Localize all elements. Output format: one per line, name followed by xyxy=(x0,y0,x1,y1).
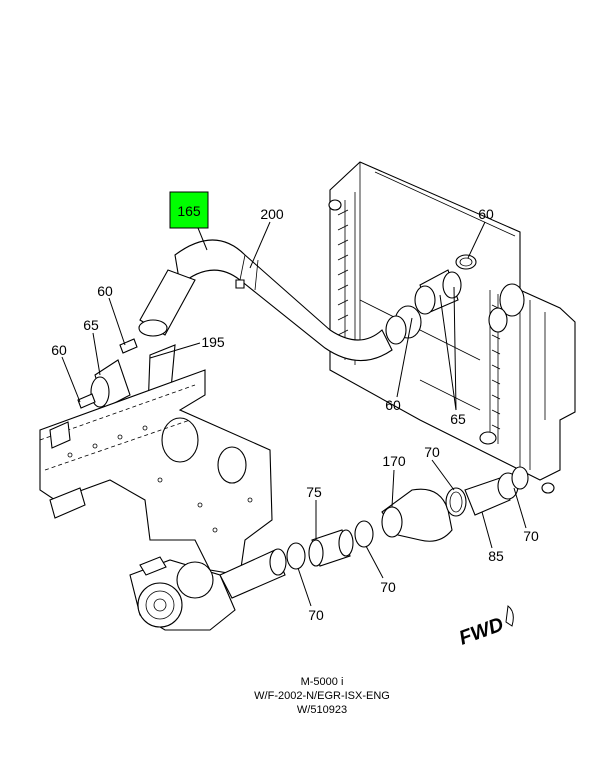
callout-70-top: 70 xyxy=(424,444,440,460)
forward-label: FWD xyxy=(456,613,506,649)
forward-arrow-icon xyxy=(505,605,514,627)
callout-60-upper-left: 60 xyxy=(97,283,113,299)
callout-60-left: 60 xyxy=(51,342,67,358)
upper-charge-air-pipe xyxy=(138,239,422,362)
radiator-inlet-hose xyxy=(414,254,477,315)
callout-65-mid: 65 xyxy=(450,411,466,427)
engine-front-cover xyxy=(39,369,273,576)
lower-charge-air-pipes xyxy=(219,466,529,599)
callout-70-bottom: 70 xyxy=(308,607,324,623)
caption-line-1: M-5000 i xyxy=(301,676,344,688)
callout-195: 195 xyxy=(201,334,225,350)
callout-75: 75 xyxy=(306,484,322,500)
callout-200: 200 xyxy=(260,206,284,222)
forward-direction-indicator: FWD xyxy=(456,605,514,650)
caption-line-2: W/F-2002-N/EGR-ISX-ENG xyxy=(254,690,390,702)
caption-line-3: W/510923 xyxy=(297,704,347,716)
callout-85: 85 xyxy=(488,548,504,564)
callout-165[interactable]: 165 xyxy=(177,203,201,219)
callout-60-mid: 60 xyxy=(385,397,401,413)
callout-170: 170 xyxy=(382,453,406,469)
leader-lines xyxy=(61,221,527,607)
callout-65-left: 65 xyxy=(83,317,99,333)
radiator-assembly xyxy=(328,161,576,494)
callout-60-top-right: 60 xyxy=(478,206,494,222)
turbocharger xyxy=(129,556,236,631)
highlighted-callout-box[interactable] xyxy=(169,191,209,229)
callout-70-right: 70 xyxy=(523,528,539,544)
callout-70-center: 70 xyxy=(380,579,396,595)
